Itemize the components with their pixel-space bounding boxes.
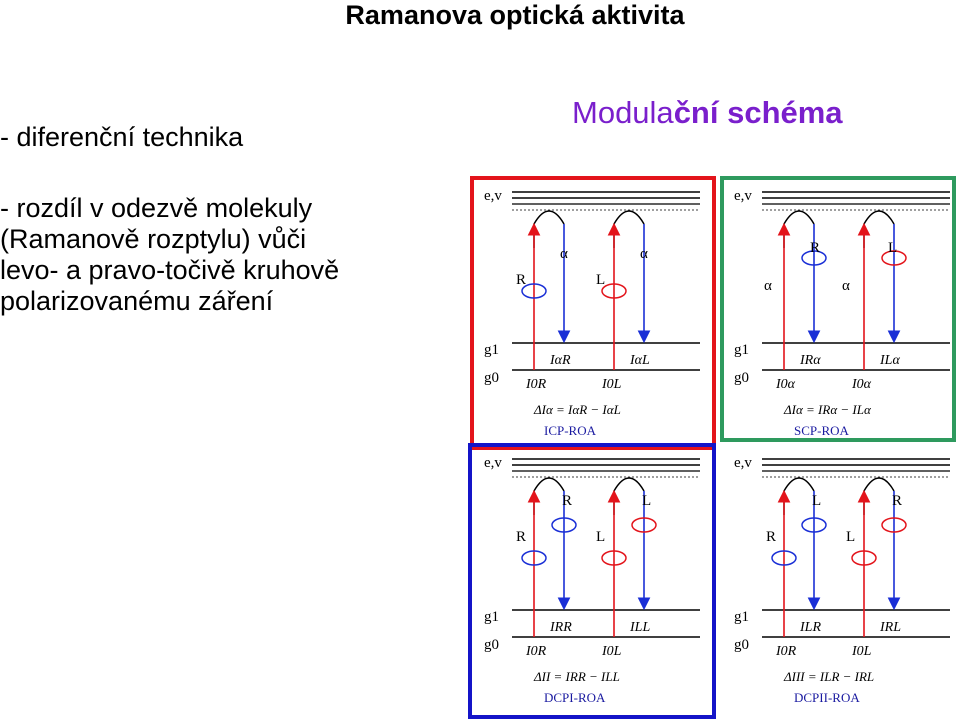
incident-polarization-label: α bbox=[764, 278, 772, 294]
technique-label: DCPII-ROA bbox=[794, 690, 860, 705]
incident-intensity-label: I0L bbox=[851, 644, 872, 659]
scattered-polarization-circle bbox=[881, 250, 907, 266]
panel-dcp2 bbox=[762, 458, 950, 638]
difference-formula: ΔIα = IRα − ILα bbox=[783, 402, 872, 417]
transition-hump bbox=[783, 477, 815, 515]
bullet-line: levo- a pravo-točivě kruhově bbox=[0, 255, 340, 285]
scattered-polarization-label: L bbox=[888, 240, 897, 256]
scattered-intensity-label: IRL bbox=[879, 620, 901, 635]
page-title: Ramanova optická aktivita bbox=[345, 0, 685, 30]
scattered-intensity-label: IαL bbox=[629, 353, 650, 368]
transition-hump bbox=[533, 477, 565, 515]
incident-intensity-label: I0L bbox=[601, 644, 622, 659]
incident-polarization-circle bbox=[851, 550, 877, 566]
scattered-polarization-circle bbox=[631, 517, 657, 533]
level-label-excited: e,v bbox=[484, 188, 502, 204]
scattered-polarization-label: R bbox=[562, 493, 572, 509]
bullet-line: (Ramanově rozptylu) vůči bbox=[0, 224, 307, 254]
panel-scp bbox=[762, 191, 950, 371]
incident-intensity-label: I0R bbox=[775, 644, 797, 659]
incident-polarization-circle bbox=[601, 283, 627, 299]
transition-hump bbox=[533, 210, 565, 248]
bullet-line: polarizovanému záření bbox=[0, 286, 274, 316]
level-label-excited: e,v bbox=[734, 188, 752, 204]
bullet-difference-description: - rozdíl v odezvě molekuly (Ramanově roz… bbox=[0, 193, 339, 317]
scheme-title-part: Modula bbox=[572, 95, 674, 130]
scattered-polarization-circle bbox=[881, 517, 907, 533]
level-label-g0: g0 bbox=[484, 370, 499, 386]
scattered-polarization-label: R bbox=[810, 240, 820, 256]
panel-icp bbox=[512, 191, 700, 371]
scattered-polarization-label: α bbox=[640, 246, 648, 262]
scattered-intensity-label: IRR bbox=[549, 620, 572, 635]
scattered-polarization-label: α bbox=[560, 246, 568, 262]
incident-polarization-label: R bbox=[516, 529, 526, 545]
scattered-intensity-label: IαR bbox=[549, 353, 571, 368]
level-label-excited: e,v bbox=[734, 455, 752, 471]
incident-intensity-label: I0R bbox=[525, 377, 547, 392]
level-label-g1: g1 bbox=[734, 342, 749, 358]
scp-border bbox=[720, 176, 956, 442]
level-label-g1: g1 bbox=[484, 342, 499, 358]
incident-polarization-label: R bbox=[516, 272, 526, 288]
incident-polarization-circle bbox=[601, 550, 627, 566]
transition-hump bbox=[863, 477, 895, 515]
scattered-polarization-circle bbox=[801, 517, 827, 533]
scattered-polarization-circle bbox=[801, 250, 827, 266]
incident-polarization-circle bbox=[521, 550, 547, 566]
incident-polarization-label: α bbox=[842, 278, 850, 294]
incident-intensity-label: I0α bbox=[851, 377, 872, 392]
difference-formula: ΔIII = ILR − IRL bbox=[783, 669, 874, 684]
scattered-intensity-label: ILR bbox=[799, 620, 821, 635]
incident-intensity-label: I0α bbox=[775, 377, 796, 392]
level-label-g0: g0 bbox=[734, 637, 749, 653]
incident-polarization-label: L bbox=[596, 272, 605, 288]
incident-polarization-label: R bbox=[766, 529, 776, 545]
bullet-differential-technique: - diferenční technika bbox=[0, 122, 244, 152]
technique-label: DCPI-ROA bbox=[544, 690, 606, 705]
dcp-border bbox=[468, 443, 716, 719]
incident-intensity-label: I0L bbox=[601, 377, 622, 392]
scheme-title-bold-part: ční schéma bbox=[673, 95, 843, 130]
scattered-intensity-label: IRα bbox=[799, 353, 821, 368]
scattered-polarization-label: R bbox=[892, 493, 902, 509]
scattered-intensity-label: ILα bbox=[879, 353, 900, 368]
level-label-excited: e,v bbox=[484, 455, 502, 471]
level-label-g0: g0 bbox=[734, 370, 749, 386]
transition-hump bbox=[613, 210, 645, 248]
difference-formula: ΔII = IRR − ILL bbox=[533, 669, 620, 684]
level-label-g1: g1 bbox=[484, 609, 499, 625]
difference-formula: ΔIα = IαR − IαL bbox=[533, 402, 621, 417]
incident-polarization-label: L bbox=[596, 529, 605, 545]
bullet-line: - rozdíl v odezvě molekuly bbox=[0, 193, 313, 223]
panel-dcp1 bbox=[512, 458, 700, 638]
incident-polarization-label: L bbox=[846, 529, 855, 545]
incident-polarization-circle bbox=[771, 550, 797, 566]
icp-border bbox=[470, 176, 716, 450]
technique-label: ICP-ROA bbox=[544, 423, 597, 438]
technique-label: SCP-ROA bbox=[794, 423, 850, 438]
scattered-polarization-label: L bbox=[812, 493, 821, 509]
transition-hump bbox=[613, 477, 645, 515]
scattered-polarization-label: L bbox=[642, 493, 651, 509]
incident-polarization-circle bbox=[521, 283, 547, 299]
scattered-polarization-circle bbox=[551, 517, 577, 533]
scattered-intensity-label: ILL bbox=[629, 620, 650, 635]
incident-intensity-label: I0R bbox=[525, 644, 547, 659]
modulation-scheme-title: Modulační schéma bbox=[572, 95, 843, 131]
level-label-g0: g0 bbox=[484, 637, 499, 653]
level-label-g1: g1 bbox=[734, 609, 749, 625]
